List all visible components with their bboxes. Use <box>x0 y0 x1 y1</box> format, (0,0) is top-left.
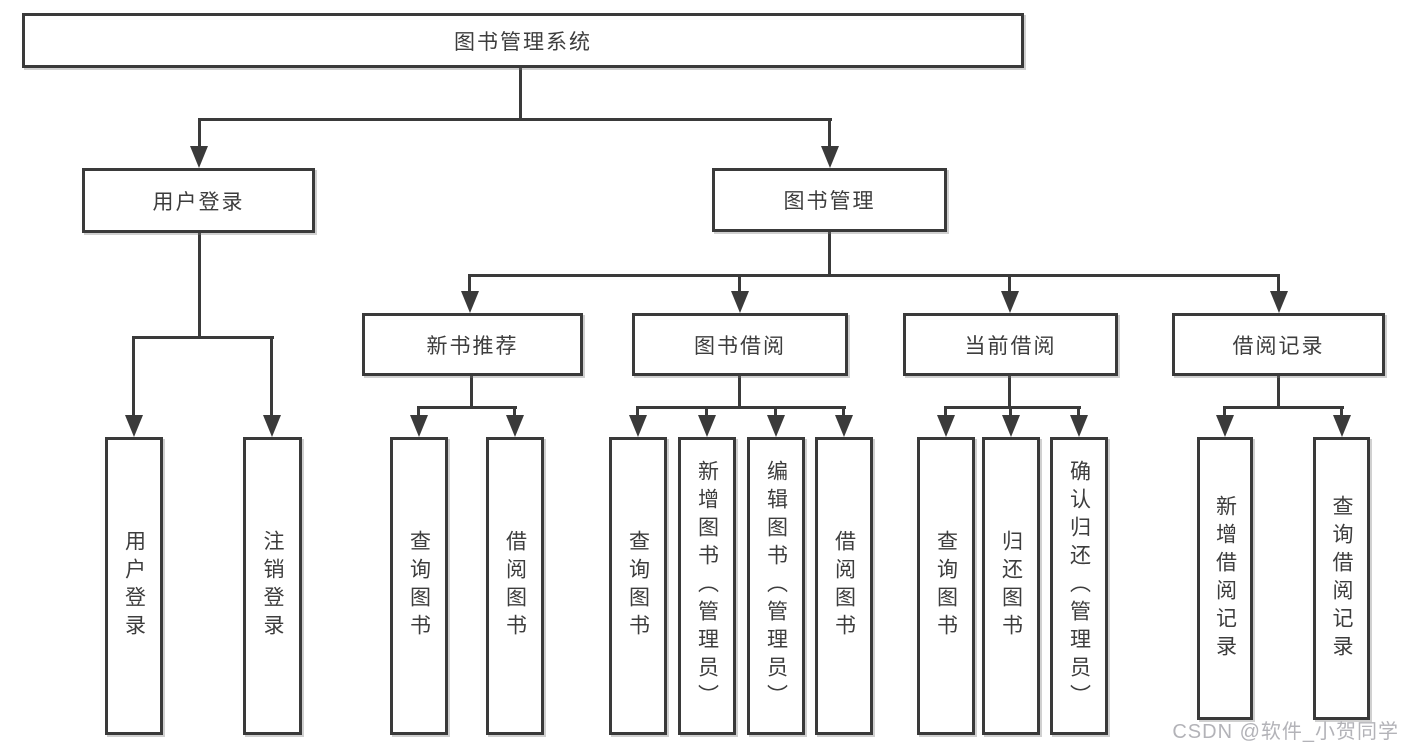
connector-line <box>198 118 201 146</box>
arrow-down-icon <box>1216 415 1234 437</box>
leaf-label: 编辑图书（管理员） <box>764 460 788 712</box>
leaf-label: 归还图书 <box>999 530 1023 642</box>
node-label: 借阅记录 <box>1232 334 1325 358</box>
leaf-label: 确认归还（管理员） <box>1067 460 1091 712</box>
connector-line <box>1277 376 1280 406</box>
leaf-borrow-books: 借阅图书 <box>815 437 873 735</box>
leaf-label: 查询图书 <box>626 530 650 642</box>
arrow-down-icon <box>506 415 524 437</box>
leaf-label: 查询借阅记录 <box>1330 494 1353 663</box>
node-label: 图书管理系统 <box>454 30 592 54</box>
node-label: 新书推荐 <box>426 334 519 358</box>
leaf-add-borrow-record: 新增借阅记录 <box>1197 437 1253 720</box>
connector-line <box>828 232 831 274</box>
leaf-search-borrow-record: 查询借阅记录 <box>1313 437 1370 720</box>
leaf-edit-books-admin: 编辑图书（管理员） <box>747 437 805 735</box>
leaf-label: 新增图书（管理员） <box>695 460 719 712</box>
connector-line <box>519 68 522 118</box>
connector-line <box>774 406 777 415</box>
node-user-login: 用户登录 <box>82 168 315 233</box>
connector-line <box>1009 406 1012 415</box>
leaf-search-books-current: 查询图书 <box>917 437 975 735</box>
arrow-down-icon <box>629 415 647 437</box>
leaf-return-books: 归还图书 <box>982 437 1040 735</box>
connector-line <box>636 406 639 415</box>
arrow-down-icon <box>461 291 479 313</box>
arrow-down-icon <box>731 291 749 313</box>
connector-line <box>1340 406 1343 415</box>
node-library-management-system: 图书管理系统 <box>22 13 1024 68</box>
node-book-management: 图书管理 <box>712 168 947 232</box>
connector-line <box>513 406 516 415</box>
connector-line <box>944 406 1081 409</box>
leaf-confirm-return-admin: 确认归还（管理员） <box>1050 437 1108 735</box>
connector-line <box>132 336 274 339</box>
arrow-down-icon <box>835 415 853 437</box>
arrow-down-icon <box>410 415 428 437</box>
connector-line <box>636 406 846 409</box>
node-label: 用户登录 <box>152 190 245 214</box>
node-borrowing-records: 借阅记录 <box>1172 313 1385 376</box>
connector-line <box>417 406 420 415</box>
node-label: 图书借阅 <box>694 334 786 358</box>
connector-line <box>1277 274 1280 291</box>
connector-line <box>828 118 831 146</box>
connector-line <box>705 406 708 415</box>
leaf-label: 借阅图书 <box>503 530 527 642</box>
connector-line <box>1223 406 1344 409</box>
leaf-add-books-admin: 新增图书（管理员） <box>678 437 736 735</box>
leaf-label: 借阅图书 <box>832 530 856 642</box>
arrow-down-icon <box>767 415 785 437</box>
leaf-label: 查询图书 <box>934 530 958 642</box>
node-current-borrowing: 当前借阅 <box>903 313 1118 376</box>
node-label: 当前借阅 <box>964 334 1057 358</box>
connector-line <box>944 406 947 415</box>
node-book-borrowing: 图书借阅 <box>632 313 848 376</box>
connector-line <box>417 406 517 409</box>
connector-line <box>468 274 471 291</box>
arrow-down-icon <box>190 146 208 168</box>
connector-line <box>738 376 741 406</box>
leaf-borrow-books-newbook: 借阅图书 <box>486 437 544 735</box>
leaf-label: 注销登录 <box>261 530 284 642</box>
arrow-down-icon <box>1333 415 1351 437</box>
connector-line <box>842 406 845 415</box>
arrow-down-icon <box>1070 415 1088 437</box>
connector-line <box>468 274 1280 277</box>
arrow-down-icon <box>698 415 716 437</box>
node-label: 图书管理 <box>783 190 876 213</box>
connector-line <box>1077 406 1080 415</box>
leaf-search-books-newbook: 查询图书 <box>390 437 448 735</box>
leaf-logout-login: 注销登录 <box>243 437 302 735</box>
connector-line <box>270 336 273 415</box>
arrow-down-icon <box>263 415 281 437</box>
arrow-down-icon <box>1001 291 1019 313</box>
csdn-watermark: CSDN @软件_小贺同学 <box>1172 721 1399 743</box>
arrow-down-icon <box>1002 415 1020 437</box>
arrow-down-icon <box>125 415 143 437</box>
arrow-down-icon <box>821 146 839 168</box>
connector-line <box>470 376 473 406</box>
arrow-down-icon <box>937 415 955 437</box>
leaf-label: 新增借阅记录 <box>1213 494 1237 663</box>
connector-line <box>738 274 741 291</box>
connector-line <box>198 233 201 336</box>
connector-line <box>198 118 832 121</box>
arrow-down-icon <box>1270 291 1288 313</box>
node-new-book-recommendation: 新书推荐 <box>362 313 583 376</box>
connector-line <box>1008 274 1011 291</box>
connector-line <box>1008 376 1011 406</box>
connector-line <box>132 336 135 415</box>
connector-line <box>1223 406 1226 415</box>
leaf-search-books-borrowing: 查询图书 <box>609 437 667 735</box>
leaf-user-login: 用户登录 <box>105 437 163 735</box>
leaf-label: 用户登录 <box>122 530 146 642</box>
leaf-label: 查询图书 <box>407 530 431 642</box>
